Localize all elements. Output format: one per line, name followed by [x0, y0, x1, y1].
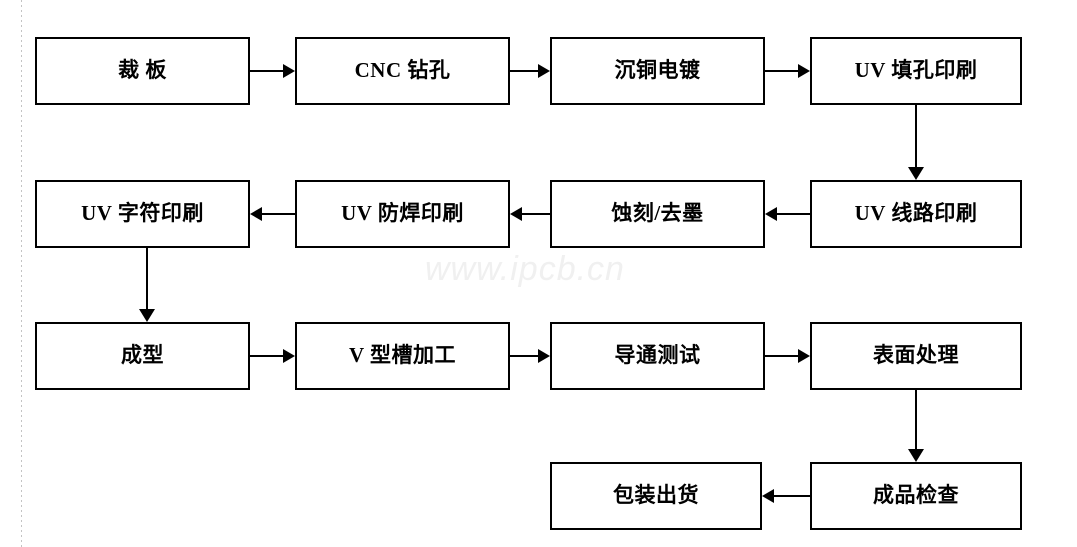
arrow-left-icon [765, 207, 777, 221]
arrow-right-icon [538, 349, 550, 363]
edge-uv-solder-mask-to-uv-legend [250, 207, 295, 221]
node-final-inspection[interactable]: 成品检查 [810, 462, 1022, 530]
node-etching-stripping[interactable]: 蚀刻/去墨 [550, 180, 765, 248]
arrow-down-icon [908, 449, 924, 462]
edge-v-cut-to-continuity-test [510, 349, 550, 363]
arrow-left-icon [510, 207, 522, 221]
edge-uv-hole-fill-to-uv-circuit [908, 105, 924, 180]
node-uv-circuit-printing[interactable]: UV 线路印刷 [810, 180, 1022, 248]
edge-uv-legend-to-profiling [139, 248, 155, 322]
arrow-left-icon [762, 489, 774, 503]
node-continuity-test[interactable]: 导通测试 [550, 322, 765, 390]
edge-continuity-test-to-surface-finishing [765, 349, 810, 363]
edge-cnc-drilling-to-copper-deposition [510, 64, 550, 78]
page-margin-guide [21, 0, 22, 547]
edge-profiling-to-v-cut [250, 349, 295, 363]
arrow-down-icon [908, 167, 924, 180]
arrow-left-icon [250, 207, 262, 221]
arrow-down-icon [139, 309, 155, 322]
arrow-right-icon [283, 64, 295, 78]
site-watermark: www.ipcb.cn [425, 250, 625, 288]
edge-surface-finishing-to-final-inspection [908, 390, 924, 462]
node-surface-finishing[interactable]: 表面处理 [810, 322, 1022, 390]
edge-copper-deposition-to-uv-hole-fill [765, 64, 810, 78]
node-copper-deposition-plating[interactable]: 沉铜电镀 [550, 37, 765, 105]
edge-final-inspection-to-packing-shipping [762, 489, 810, 503]
arrow-right-icon [283, 349, 295, 363]
edge-uv-circuit-to-etching [765, 207, 810, 221]
node-uv-hole-fill-printing[interactable]: UV 填孔印刷 [810, 37, 1022, 105]
edge-cutting-to-cnc-drilling [250, 64, 295, 78]
arrow-right-icon [798, 349, 810, 363]
node-cutting[interactable]: 裁 板 [35, 37, 250, 105]
node-uv-solder-mask-printing[interactable]: UV 防焊印刷 [295, 180, 510, 248]
node-v-cut-processing[interactable]: V 型槽加工 [295, 322, 510, 390]
node-uv-legend-printing[interactable]: UV 字符印刷 [35, 180, 250, 248]
edge-etching-to-uv-solder-mask [510, 207, 550, 221]
arrow-right-icon [538, 64, 550, 78]
node-cnc-drilling[interactable]: CNC 钻孔 [295, 37, 510, 105]
node-profiling[interactable]: 成型 [35, 322, 250, 390]
arrow-right-icon [798, 64, 810, 78]
node-packing-shipping[interactable]: 包装出货 [550, 462, 762, 530]
